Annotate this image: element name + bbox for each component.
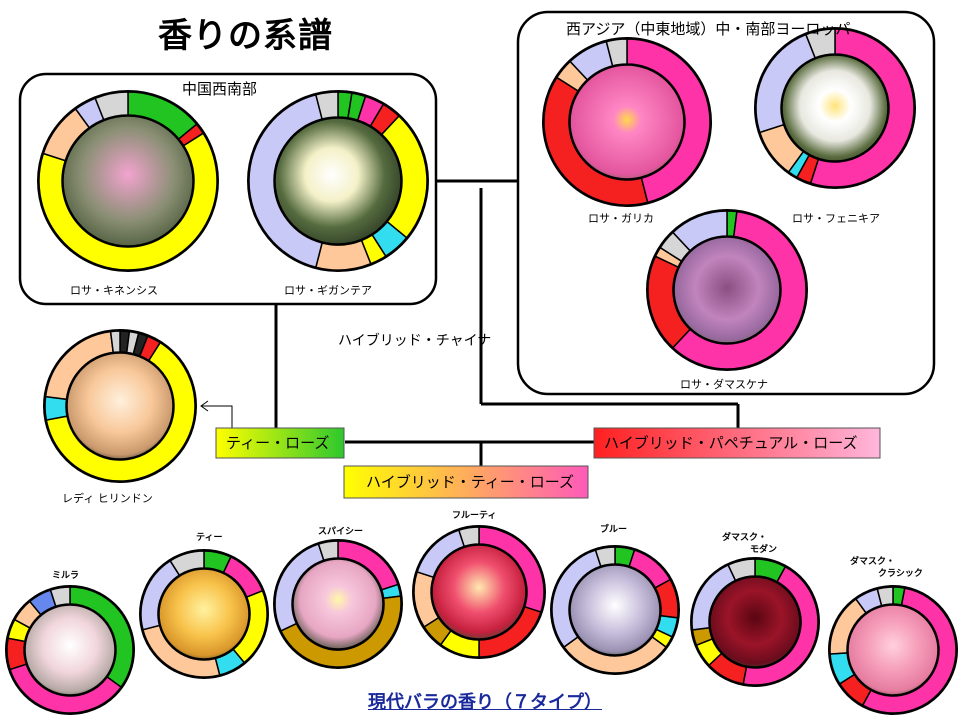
rose-name-phoenicia: ロサ・フェニキア — [792, 212, 880, 225]
donut-segment-gray — [594, 546, 616, 568]
tea-rose-label: ティー・ローズ — [226, 434, 330, 452]
type-name-damask-classic-1: ダマスク・ — [850, 557, 895, 567]
rose-photo-phoenicia — [781, 54, 889, 162]
donut-damask_modern — [690, 557, 820, 687]
type-name-tea: ティー — [196, 533, 223, 543]
rose-name-damascena: ロサ・ダマスケナ — [680, 378, 768, 391]
donut-chinensis — [37, 90, 219, 272]
donut-segment-gray — [49, 586, 71, 608]
type-name-spicy: スパイシー — [318, 527, 364, 537]
china-region-frame — [18, 72, 438, 306]
type-name-damask-modern-2: モダン — [750, 545, 778, 555]
donut-segment-gray — [109, 330, 121, 354]
rose-photo-gallica — [569, 64, 685, 180]
donut-segment-gray — [169, 550, 205, 577]
donut-damask_classic — [828, 585, 958, 715]
rose-photo-hirondelle — [66, 352, 174, 460]
donut-spicy — [273, 539, 403, 669]
page-title: 香りの系譜 — [158, 16, 333, 56]
rose-photo-myrrh — [24, 604, 116, 696]
type-name-damask-modern-1: ダマスク・ — [722, 533, 767, 543]
rose-photo-tea — [158, 568, 250, 660]
donut-segment-peach — [314, 239, 372, 271]
arrow-head — [200, 400, 209, 412]
donut-segment-gray — [876, 586, 894, 607]
donut-segment-cyan — [44, 395, 68, 421]
donut-tea — [139, 549, 269, 679]
donut-hirondelle — [43, 329, 197, 483]
rose-photo-fruity — [431, 544, 527, 640]
europe-region-frame — [516, 10, 936, 396]
donut-segment-gray — [605, 38, 628, 67]
type-name-fruity: フルーティ — [452, 511, 497, 521]
donut-segment-yellow — [45, 341, 196, 482]
donut-segment-gray — [727, 558, 756, 582]
rose-photo-chinensis — [62, 115, 194, 247]
donut-segment-magenta — [671, 210, 807, 370]
donut-segment-red — [6, 637, 28, 671]
hybrid-perpetual-label: ハイブリッド・パペチュアル・ローズ — [604, 434, 858, 452]
donut-gigantea — [247, 90, 429, 272]
tea-rose-box — [215, 427, 345, 459]
hybrid-china-label: ハイブリッド・チャイナ — [338, 333, 492, 349]
rose-photo-blue — [569, 564, 661, 656]
hybrid-perpetual-box — [593, 427, 881, 459]
donut-segment-yellow — [38, 132, 218, 271]
donut-segment-red — [543, 76, 649, 206]
rose-photo-gigantea — [274, 117, 402, 245]
donut-segment-gray — [314, 91, 339, 120]
tea-to-hirondelle-arrow — [202, 405, 233, 428]
donut-damascena — [646, 209, 808, 371]
donut-segment-gray — [457, 526, 480, 548]
rose-photo-damascena — [673, 236, 781, 344]
donut-gallica — [542, 37, 712, 207]
donut-fruity — [412, 525, 546, 659]
donut-segment-gray — [317, 540, 339, 562]
rose-photo-damask_classic — [847, 604, 939, 696]
footer-caption: 現代バラの香り（７タイプ） — [368, 692, 602, 713]
donut-segment-gray — [804, 28, 836, 59]
type-name-myrrh: ミルラ — [52, 571, 80, 581]
type-name-blue: ブルー — [600, 525, 628, 535]
donut-segment-lavender — [671, 210, 728, 252]
donut-segment-magenta — [626, 38, 711, 204]
rose-name-chinensis: ロサ・キネンシス — [70, 284, 158, 297]
type-name-damask-classic-2: クラシック — [878, 569, 923, 579]
hybrid-tea-box — [343, 465, 589, 499]
region-label-europe: 西アジア（中東地域）中・南部ヨーロッパ — [566, 20, 851, 38]
donut-myrrh — [5, 585, 135, 715]
rose-photo-spicy — [292, 558, 384, 650]
donut-blue — [550, 545, 680, 675]
donut-segment-magenta — [809, 28, 915, 188]
rose-name-hirondelle: レディ ヒリンドン — [62, 492, 153, 505]
rose-name-gallica: ロサ・ガリカ — [588, 212, 654, 225]
rose-name-gigantea: ロサ・ギガンテア — [284, 284, 372, 297]
donut-segment-gray — [94, 91, 129, 121]
hybrid-tea-label: ハイブリッド・ティー・ローズ — [366, 473, 575, 491]
donut-phoenicia — [754, 27, 916, 189]
region-label-china: 中国西南部 — [182, 80, 258, 98]
rose-photo-damask_modern — [709, 576, 801, 668]
